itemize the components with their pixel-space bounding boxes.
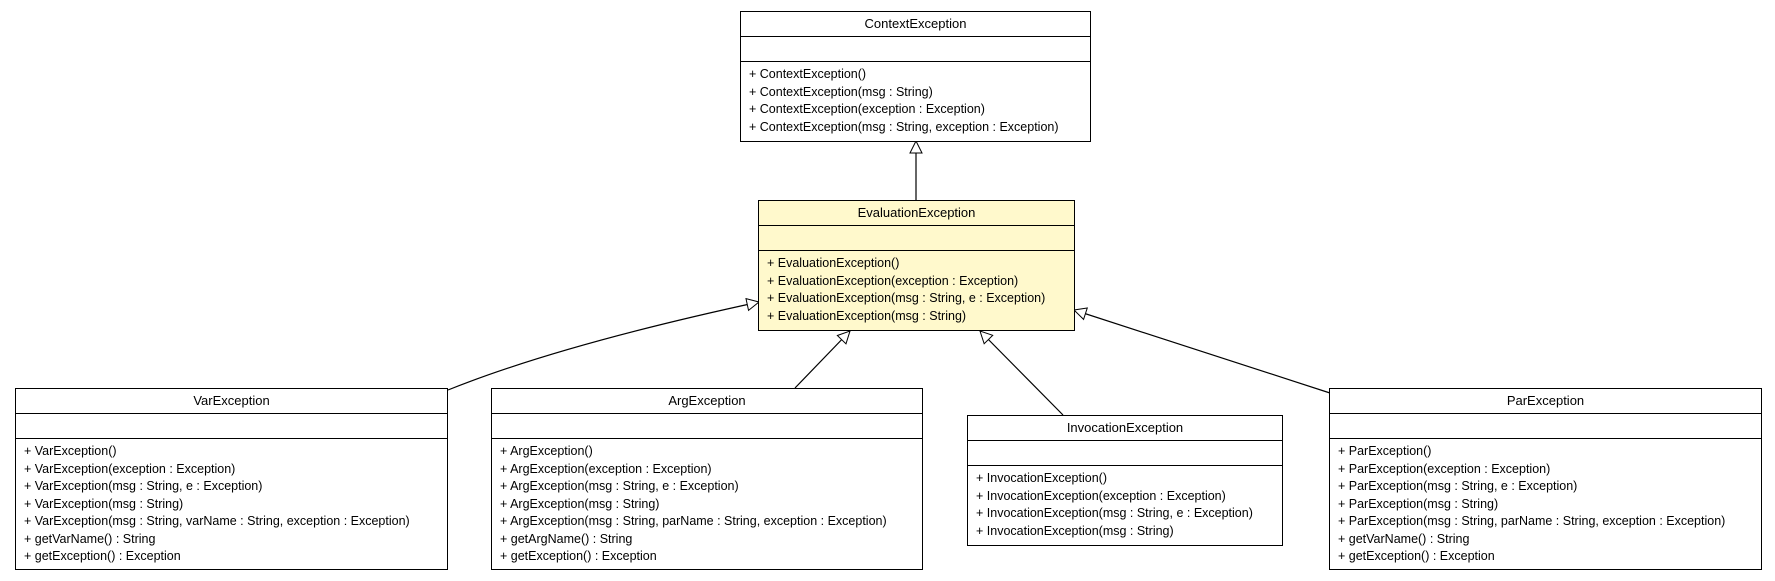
attributes-compartment: [16, 414, 447, 439]
class-invocation-exception[interactable]: InvocationException + InvocationExceptio…: [967, 415, 1283, 546]
operation: + ContextException(exception : Exception…: [749, 102, 985, 116]
operation: + InvocationException(exception : Except…: [976, 488, 1226, 503]
attributes-compartment: [1330, 414, 1761, 439]
operation: + ArgException(msg : String, parName : S…: [500, 514, 887, 528]
operation: + getException() : Exception: [1338, 549, 1495, 563]
operation: + VarException(exception : Exception): [24, 461, 236, 476]
operation: + EvaluationException(msg : String): [767, 308, 967, 323]
operation: + ArgException(msg : String): [500, 496, 660, 511]
class-name: InvocationException: [968, 416, 1282, 441]
class-name: ParException: [1330, 389, 1761, 414]
operation: + ArgException(exception : Exception): [500, 461, 712, 476]
operations-compartment: + VarException() + VarException(exceptio…: [16, 439, 447, 566]
operation: + EvaluationException(exception : Except…: [767, 273, 1019, 288]
operation: + VarException(): [24, 444, 117, 458]
class-arg-exception[interactable]: ArgException + ArgException() + ArgExcep…: [491, 388, 923, 570]
class-name: EvaluationException: [759, 201, 1074, 226]
operation: + ParException(msg : String, e : Excepti…: [1338, 479, 1578, 493]
edge-par-to-evaluation: [1074, 310, 1331, 394]
operation: + EvaluationException(): [767, 256, 900, 270]
edge-var-to-evaluation: [447, 302, 759, 391]
operation: + EvaluationException(msg : String, e : …: [767, 291, 1046, 305]
class-evaluation-exception[interactable]: EvaluationException + EvaluationExceptio…: [758, 200, 1075, 331]
operation: + ParException(msg : String, parName : S…: [1338, 514, 1726, 528]
operation: + InvocationException(): [976, 471, 1107, 485]
operation: + VarException(msg : String, e : Excepti…: [24, 479, 263, 493]
operation: + ArgException(): [500, 444, 593, 458]
class-name: VarException: [16, 389, 447, 414]
edge-invocation-to-evaluation: [980, 331, 1064, 416]
operations-compartment: + ContextException() + ContextException(…: [741, 62, 1090, 136]
class-name: ContextException: [741, 12, 1090, 37]
operation: + VarException(msg : String): [24, 496, 184, 511]
operation: + getException() : Exception: [500, 549, 657, 563]
operation: + ContextException(): [749, 67, 867, 81]
operations-compartment: + InvocationException() + InvocationExce…: [968, 466, 1282, 540]
attributes-compartment: [492, 414, 922, 439]
operation: + ParException(msg : String): [1338, 496, 1499, 511]
operations-compartment: + EvaluationException() + EvaluationExce…: [759, 251, 1074, 325]
operations-compartment: + ArgException() + ArgException(exceptio…: [492, 439, 922, 566]
operation: + InvocationException(msg : String, e : …: [976, 506, 1253, 520]
operation: + getVarName() : String: [1338, 531, 1470, 546]
operation: + ContextException(msg : String): [749, 84, 933, 99]
attributes-compartment: [968, 441, 1282, 466]
edge-arg-to-evaluation: [794, 331, 850, 389]
attributes-compartment: [741, 37, 1090, 62]
class-context-exception[interactable]: ContextException + ContextException() + …: [740, 11, 1091, 142]
operation: + ParException(exception : Exception): [1338, 461, 1551, 476]
operation: + ArgException(msg : String, e : Excepti…: [500, 479, 739, 493]
class-var-exception[interactable]: VarException + VarException() + VarExcep…: [15, 388, 448, 570]
operation: + ParException(): [1338, 444, 1432, 458]
class-par-exception[interactable]: ParException + ParException() + ParExcep…: [1329, 388, 1762, 570]
operation: + getArgName() : String: [500, 531, 633, 546]
operation: + getException() : Exception: [24, 549, 181, 563]
class-name: ArgException: [492, 389, 922, 414]
operation: + getVarName() : String: [24, 531, 156, 546]
operation: + InvocationException(msg : String): [976, 523, 1174, 538]
operation: + ContextException(msg : String, excepti…: [749, 119, 1059, 134]
operations-compartment: + ParException() + ParException(exceptio…: [1330, 439, 1761, 566]
operation: + VarException(msg : String, varName : S…: [24, 514, 410, 528]
attributes-compartment: [759, 226, 1074, 251]
